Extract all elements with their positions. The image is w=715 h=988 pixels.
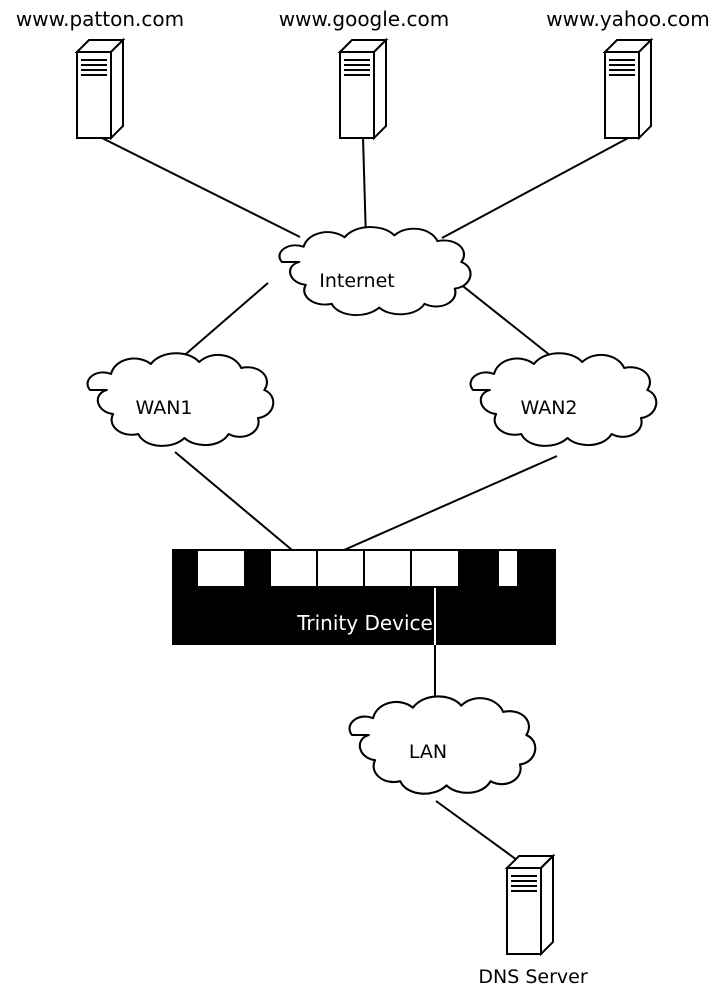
- device-port: [198, 551, 244, 586]
- link-yahoo-internet: [441, 136, 631, 239]
- cloud-lan-label: LAN: [409, 741, 447, 763]
- server-dns: DNS Server: [478, 855, 588, 988]
- server-patton: www.patton.com: [16, 7, 184, 139]
- trinity-device: Trinity Device: [172, 549, 556, 645]
- device-port: [271, 551, 316, 586]
- server-icon: [506, 855, 554, 955]
- link-google-internet: [362, 136, 367, 241]
- cloud-internet-label: Internet: [319, 270, 394, 292]
- server-icon: [604, 39, 652, 139]
- device-port: [365, 551, 410, 586]
- server-patton-label: www.patton.com: [16, 7, 184, 31]
- server-yahoo-label: www.yahoo.com: [546, 7, 710, 31]
- connections: [99, 136, 631, 861]
- link-internet-wan2: [458, 282, 557, 361]
- server-icon: [339, 39, 387, 139]
- device-label: Trinity Device: [296, 611, 433, 635]
- server-google-label: www.google.com: [279, 7, 449, 31]
- cloud-wan1-label: WAN1: [135, 397, 192, 419]
- device-port: [318, 551, 363, 586]
- cloud-wan2-label: WAN2: [520, 397, 577, 419]
- cloud-wan1: WAN1: [86, 352, 275, 447]
- server-yahoo: www.yahoo.com: [546, 7, 710, 139]
- link-internet-wan1: [171, 282, 269, 367]
- cloud-lan: LAN: [348, 695, 537, 795]
- cloud-wan2: WAN2: [469, 352, 658, 447]
- device-port: [412, 551, 458, 586]
- link-patton-internet: [99, 136, 301, 238]
- link-wan1-device: [174, 451, 293, 551]
- link-wan2-device: [343, 455, 558, 551]
- link-lan-dns: [435, 800, 518, 861]
- device-port: [499, 551, 517, 586]
- server-dns-label: DNS Server: [478, 966, 587, 988]
- cloud-internet: Internet: [278, 225, 472, 317]
- server-google: www.google.com: [279, 7, 449, 139]
- server-icon: [76, 39, 124, 139]
